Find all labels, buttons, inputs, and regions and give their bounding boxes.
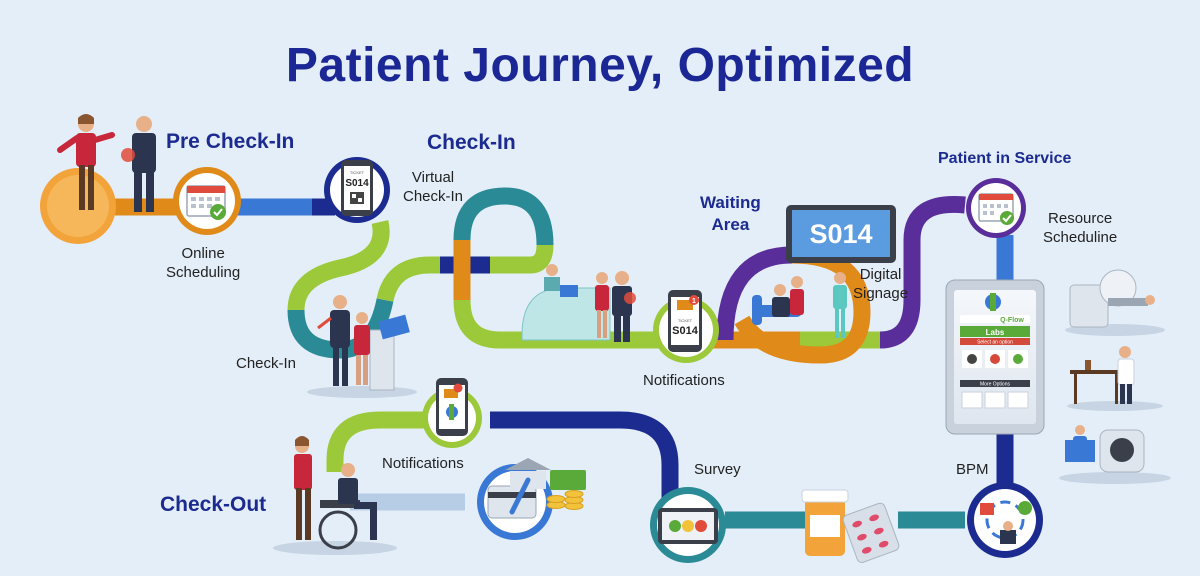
label-survey: Survey	[694, 461, 741, 478]
label-resource-2: Scheduline	[1043, 229, 1118, 246]
label-digital-signage-1: Digital	[859, 266, 902, 283]
stage-pre-checkin: Pre Check-In	[166, 130, 295, 153]
ct-scanner-illustration	[1059, 425, 1171, 484]
label-online-scheduling-1: Online	[181, 245, 225, 262]
signage-code: S014	[809, 219, 872, 249]
label-online-scheduling: Online Scheduling	[166, 244, 240, 282]
waiting-people	[752, 272, 847, 338]
label-bpm: BPM	[956, 461, 989, 478]
page-title: Patient Journey, Optimized	[285, 39, 915, 92]
person-man-icon	[121, 116, 156, 212]
mri-scanner-illustration	[1065, 269, 1165, 336]
bpm-icon	[967, 482, 1043, 558]
label-notifications-top: Notifications	[643, 372, 725, 389]
stage-waiting-area: Waiting Area	[700, 192, 761, 236]
tablet-section: Labs	[986, 328, 1005, 337]
label-resource-scheduling: Resource Scheduline	[1043, 209, 1117, 247]
ticket-code: S014	[345, 178, 369, 189]
tablet-select-hint: Select an option	[977, 340, 1013, 346]
stage-checkin: Check-In	[427, 131, 516, 154]
stage-waiting-area-line2: Area	[711, 215, 750, 234]
ticket-small-label: TICKET	[350, 170, 365, 175]
medication-icon	[801, 489, 900, 563]
qflow-tablet: Q-Flow Labs Select an option More Option…	[945, 279, 1045, 435]
notification-badge: 1	[692, 298, 696, 305]
digital-signage-display: S014	[786, 205, 896, 263]
path-segment-lime-3	[490, 244, 554, 274]
ticket-code-2: S014	[672, 325, 699, 337]
label-digital-signage: Digital Signage	[853, 265, 908, 303]
person-woman-icon	[294, 436, 312, 540]
pre-checkin-people	[57, 114, 156, 212]
path-segment-teal-1	[287, 298, 394, 359]
path-segment-lime-1	[287, 220, 390, 311]
path-segment-teal-2	[453, 187, 554, 246]
label-virtual-checkin-2: Check-In	[403, 188, 464, 205]
path-segment-lime-2	[376, 256, 462, 303]
person-woman-icon	[595, 272, 609, 338]
stage-checkout: Check-Out	[160, 493, 267, 516]
payment-icon	[477, 458, 586, 540]
path-segment-navy-4	[490, 411, 679, 500]
reception-desk-scene	[521, 264, 636, 342]
path-segment-purple-1	[879, 195, 966, 349]
checkin-kiosk-scene	[307, 295, 417, 398]
person-man-icon	[612, 271, 636, 342]
notification-phone-icon: 1 TICKET S014	[653, 290, 719, 363]
notification-phone-icon-bottom	[422, 378, 482, 448]
lab-scientist-illustration	[1067, 346, 1163, 411]
tablet-brand: Q-Flow	[1000, 317, 1024, 324]
ticket-small-label-2: TICKET	[678, 318, 693, 323]
survey-icon	[650, 487, 726, 563]
label-resource-1: Resource	[1048, 210, 1113, 227]
phone-ticket-icon: TICKET S014	[324, 157, 390, 223]
person-man-icon	[338, 463, 377, 540]
stage-waiting-area-line1: Waiting	[700, 193, 761, 212]
person-man-icon	[317, 295, 350, 386]
label-checkin-kiosk: Check-In	[236, 355, 297, 372]
path-segment-lime-6	[326, 411, 425, 472]
label-virtual-checkin-1: Virtual	[411, 169, 455, 186]
label-notifications-bottom: Notifications	[382, 455, 464, 472]
label-online-scheduling-2: Scheduling	[166, 264, 241, 281]
person-woman-icon	[57, 114, 115, 210]
calendar-icon	[173, 167, 241, 235]
tablet-more-options: More Options	[980, 382, 1011, 388]
label-virtual-checkin: Virtual Check-In	[403, 168, 463, 206]
resource-calendar-icon	[966, 178, 1026, 238]
label-digital-signage-2: Signage	[853, 285, 909, 302]
path-segment-lime-4	[453, 299, 660, 349]
stage-patient-in-service: Patient in Service	[938, 150, 1072, 167]
person-woman-icon	[354, 312, 370, 385]
checkout-wheelchair-scene	[273, 436, 397, 555]
